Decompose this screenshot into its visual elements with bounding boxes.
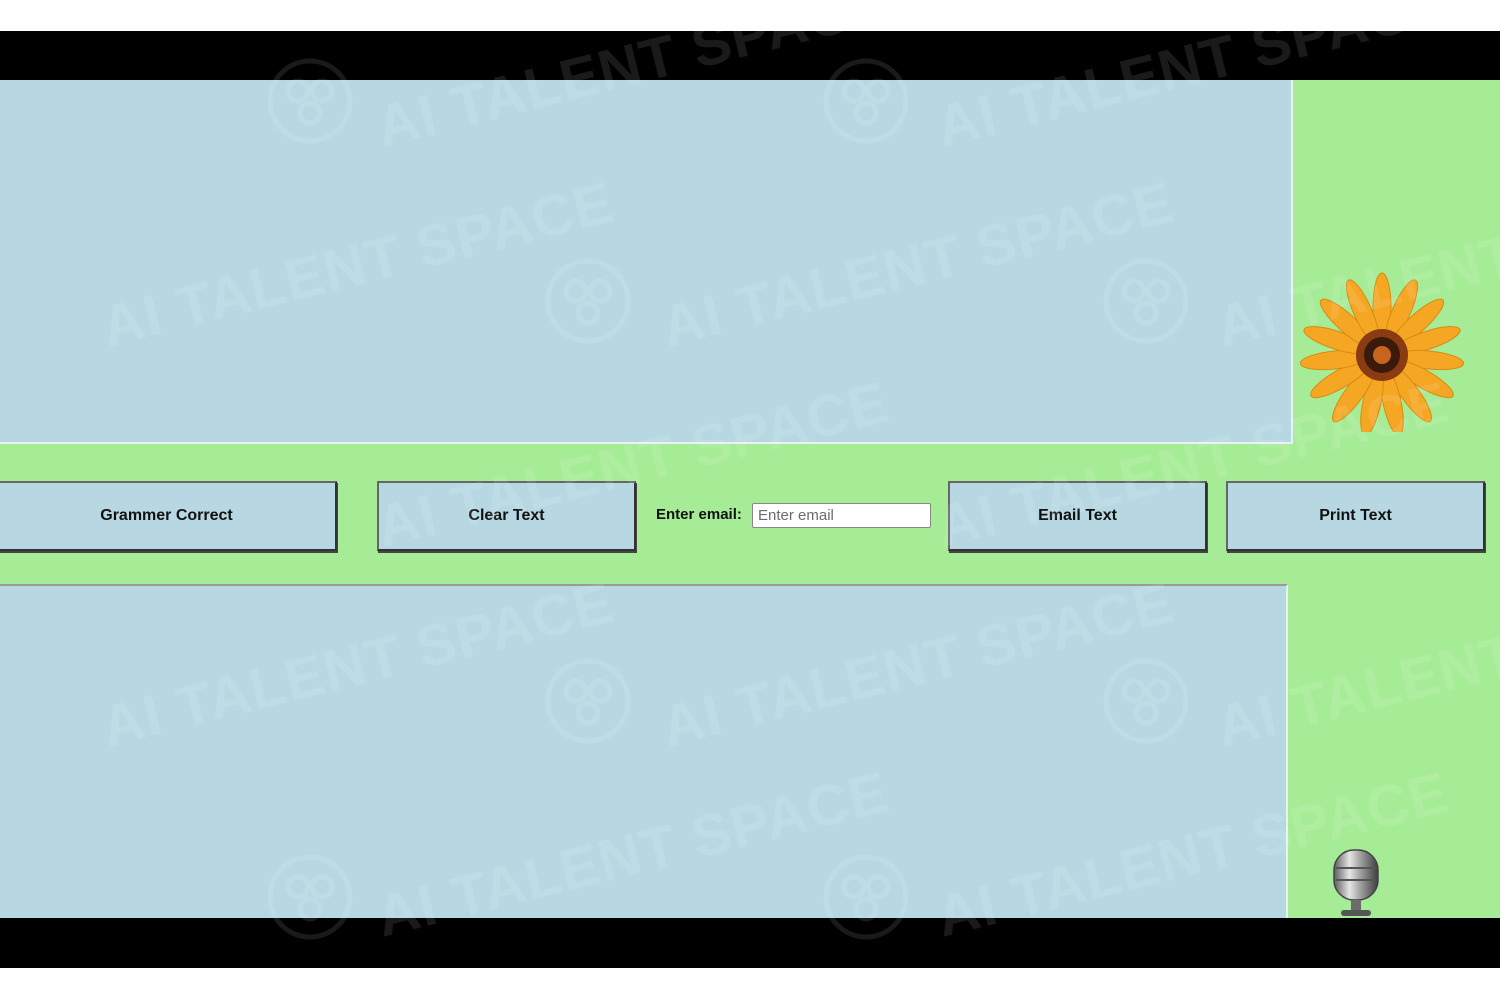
email-label: Enter email:	[656, 506, 742, 523]
bottom-letterbox-bar	[0, 918, 1500, 968]
input-text-area[interactable]	[0, 80, 1293, 444]
app-window: Grammer Correct Clear Text Enter email: …	[0, 80, 1500, 918]
print-text-button[interactable]: Print Text	[1226, 481, 1485, 551]
email-text-button[interactable]: Email Text	[948, 481, 1207, 551]
flower-image	[1299, 272, 1465, 432]
output-text-area[interactable]	[0, 584, 1288, 918]
microphone-icon[interactable]	[1329, 848, 1383, 918]
grammar-correct-button[interactable]: Grammer Correct	[0, 481, 337, 551]
email-input[interactable]	[752, 503, 931, 528]
top-letterbox-bar	[0, 31, 1500, 80]
clear-text-button[interactable]: Clear Text	[377, 481, 636, 551]
